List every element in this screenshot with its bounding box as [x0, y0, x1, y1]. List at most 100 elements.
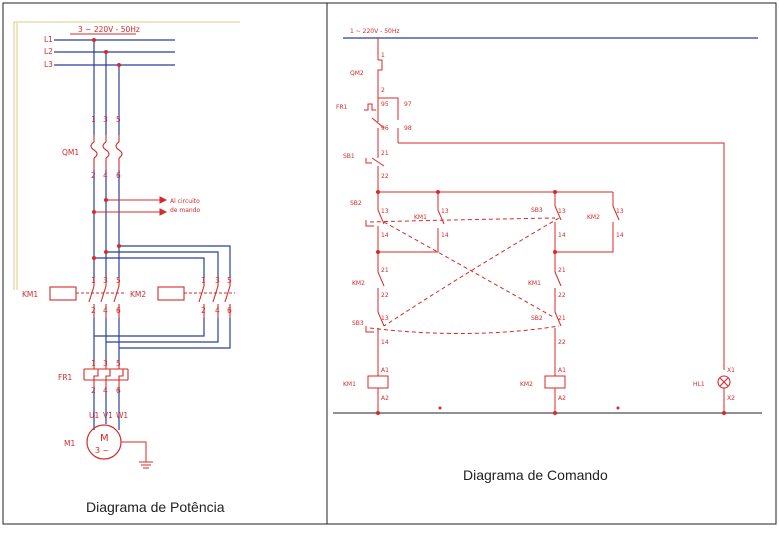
km1-terminal-4: 4: [103, 306, 108, 315]
fr1-terminal-95: 95: [381, 101, 389, 108]
hl1-terminal-x2: X2: [727, 395, 735, 402]
km1-terminal-3: 3: [103, 276, 108, 285]
km2-hold-terminal-14: 14: [616, 232, 624, 239]
sb3-label-right: SB3: [531, 207, 543, 214]
interlock-dashes: [369, 217, 560, 335]
sb3-left-terminal-13: 13: [381, 315, 389, 322]
takeoff-note-line1: Al circuito: [170, 198, 200, 205]
km2-terminal-2: 2: [201, 306, 206, 315]
motor-symbol: [86, 424, 153, 469]
power-bus: [54, 39, 175, 66]
km2-terminal-5: 5: [227, 276, 232, 285]
power-supply-label: 3 ~ 220V - 50Hz: [78, 25, 140, 34]
motor-terminal-v1: V1: [103, 411, 113, 420]
lamp-hl1: [717, 375, 731, 389]
hl1-label: HL1: [693, 381, 705, 388]
km2-contactor: [157, 278, 235, 318]
control-takeoff: [94, 196, 168, 216]
km2-interlock-label: KM2: [352, 280, 365, 287]
fr1-terminal-98: 98: [404, 125, 412, 132]
motor-phase-text: 3 ~: [95, 446, 109, 455]
km2-terminal-1: 1: [201, 276, 206, 285]
km1-hold-terminal-14: 14: [441, 232, 449, 239]
hl1-terminal-x1: X1: [727, 367, 735, 374]
sb2-label: SB2: [350, 200, 362, 207]
sb3-terminal-14: 14: [558, 232, 566, 239]
qm1-terminal-3: 3: [103, 115, 108, 124]
qm2-terminal-1: 1: [381, 52, 385, 59]
km1-terminal-1: 1: [91, 276, 96, 285]
km1-terminal-6: 6: [116, 306, 121, 315]
sb1-terminal-21: 21: [381, 150, 389, 157]
km2-interlock-terminal-21: 21: [381, 267, 389, 274]
sb2-right-terminal-22: 22: [558, 339, 566, 346]
fr1-terminal-3: 3: [103, 359, 108, 368]
km2-terminal-6: 6: [227, 306, 232, 315]
km1-interlock-terminal-21: 21: [558, 267, 566, 274]
km2-hold-label: KM2: [587, 214, 600, 221]
km1-terminal-2: 2: [91, 306, 96, 315]
command-wires: [364, 38, 725, 413]
sb2-label-right: SB2: [531, 315, 543, 322]
km1-label: KM1: [22, 290, 38, 299]
sb2-right-terminal-21: 21: [558, 315, 566, 322]
line-label-l2: L2: [44, 47, 53, 56]
fr1-terminal-6: 6: [116, 386, 121, 395]
qm2-terminal-2: 2: [381, 87, 385, 94]
qm1-terminal-4: 4: [103, 171, 108, 180]
fr1-terminal-96: 96: [381, 125, 389, 132]
sb3-terminal-13: 13: [558, 208, 566, 215]
line-label-l3: L3: [44, 60, 53, 69]
frame: [2, 2, 777, 525]
qm1-breaker: [90, 135, 123, 170]
line-label-l1: L1: [44, 35, 53, 44]
power-diagram: 3 ~ 220V - 50Hz L1 L2 L3: [13, 21, 240, 515]
sb1-label: SB1: [343, 153, 355, 160]
fr1-command-label: FR1: [336, 104, 348, 111]
km2-coil-a1: A1: [558, 367, 566, 374]
km2-hold-terminal-13: 13: [616, 208, 624, 215]
fr1-terminal-97: 97: [404, 101, 412, 108]
km2-coil-label: KM2: [520, 381, 533, 388]
km1-hold-label: KM1: [414, 214, 427, 221]
power-caption: Diagrama de Potência: [86, 499, 225, 515]
motor-terminal-w1: W1: [116, 411, 128, 420]
motor-label: M1: [64, 439, 75, 448]
qm1-terminal-6: 6: [116, 171, 121, 180]
km2-coil-a2: A2: [558, 395, 566, 402]
qm2-label: QM2: [350, 70, 364, 77]
km2-interlock-terminal-22: 22: [381, 292, 389, 299]
fr1-power-label: FR1: [58, 373, 73, 382]
sb1-terminal-22: 22: [381, 173, 389, 180]
power-feeders: [93, 40, 231, 430]
km2-terminal-4: 4: [215, 306, 220, 315]
motor-terminal-u1: U1: [89, 411, 99, 420]
fr1-relay: [83, 362, 129, 388]
command-junctions: [376, 190, 726, 415]
km1-interlock-terminal-22: 22: [558, 292, 566, 299]
fr1-terminal-5: 5: [116, 359, 121, 368]
fr1-terminal-2: 2: [91, 386, 96, 395]
km2-label: KM2: [130, 290, 146, 299]
command-caption: Diagrama de Comando: [463, 467, 608, 483]
sb3-label-left: SB3: [352, 320, 364, 327]
km1-hold-terminal-13: 13: [441, 208, 449, 215]
sb2-terminal-14: 14: [381, 232, 389, 239]
command-supply-label: 1 ~ 220V - 50Hz: [350, 28, 400, 35]
qm1-terminal-5: 5: [116, 115, 121, 124]
km1-interlock-label: KM1: [528, 280, 541, 287]
command-diagram: 1 ~ 220V - 50Hz: [333, 28, 762, 483]
takeoff-note-line2: de mando: [170, 207, 201, 214]
km1-contactor: [49, 278, 124, 318]
sb2-terminal-13: 13: [381, 208, 389, 215]
qm1-terminal-1: 1: [91, 115, 96, 124]
qm1-terminal-2: 2: [91, 171, 96, 180]
km1-coil-a1: A1: [381, 367, 389, 374]
fr1-terminal-1: 1: [91, 359, 96, 368]
fr1-terminal-4: 4: [103, 386, 108, 395]
km2-terminal-3: 3: [215, 276, 220, 285]
km1-coil-label: KM1: [343, 381, 356, 388]
motor-m-text: M: [100, 433, 109, 444]
